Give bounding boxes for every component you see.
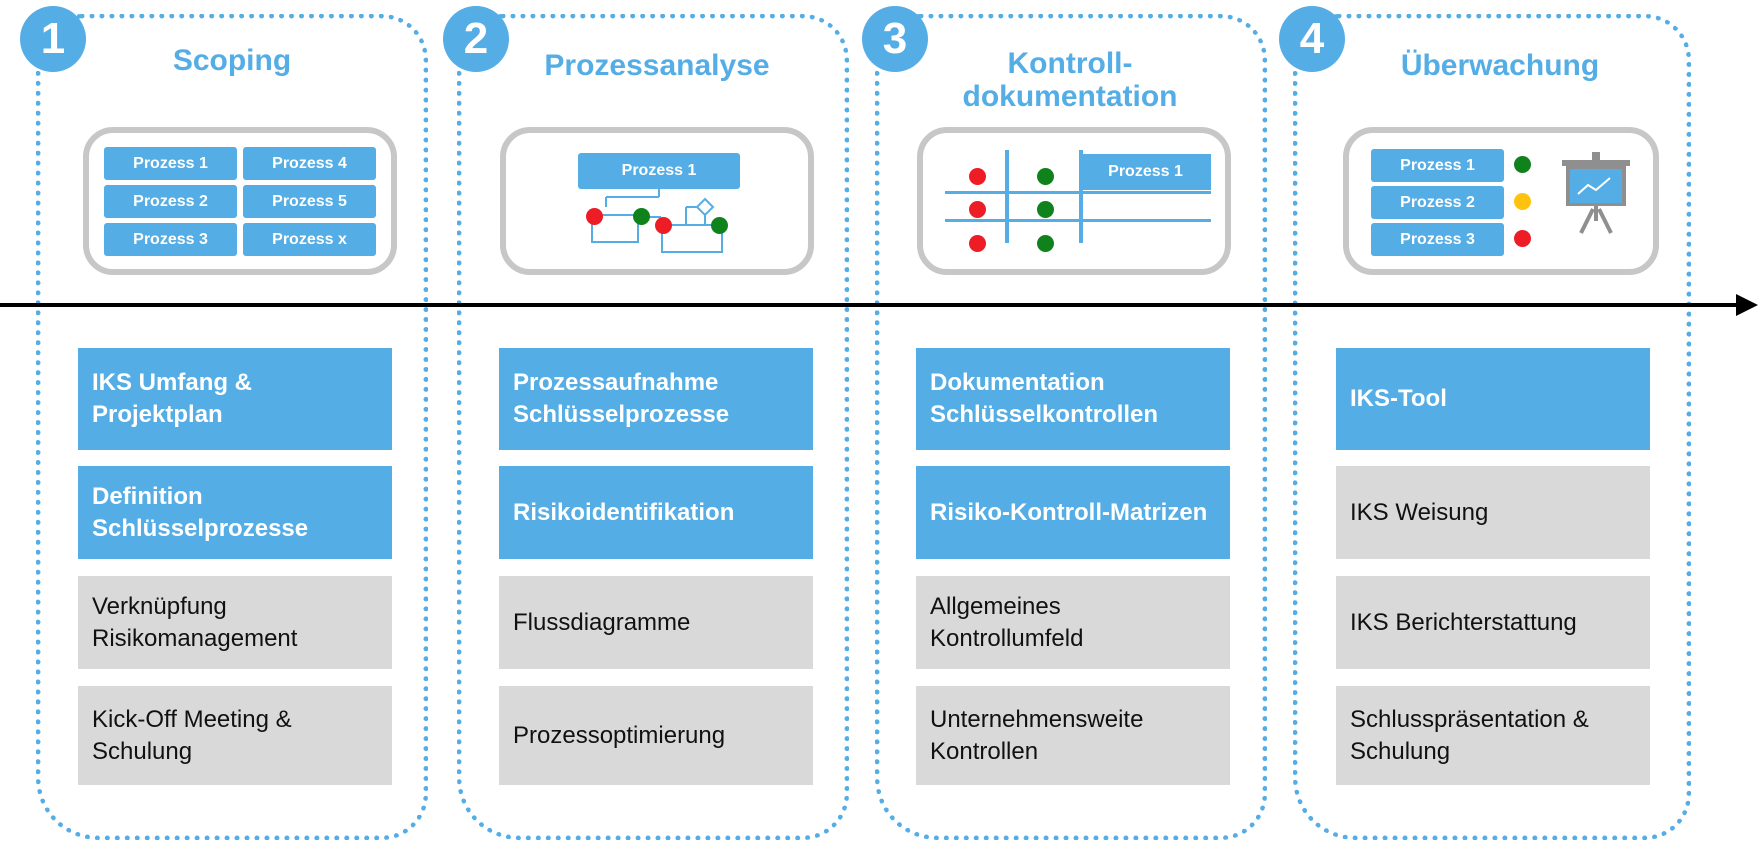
phase-2-card-1: Prozessaufnahme Schlüsselprozesse — [499, 348, 813, 450]
phase-4-title: Überwachung — [1400, 49, 1600, 82]
phase-2-frame — [457, 14, 849, 840]
process-pill: Prozess 4 — [243, 147, 376, 180]
risk-dot-red — [586, 208, 603, 225]
matrix-gridline — [945, 219, 1211, 222]
phase-1-title: Scoping — [172, 44, 292, 77]
presentation-board-icon — [1562, 152, 1630, 234]
phase-3-number-badge: 3 — [862, 6, 928, 72]
process-pill: Prozess 5 — [243, 185, 376, 218]
flowchart-icon — [591, 189, 723, 253]
timeline-arrow-line — [0, 303, 1740, 307]
phase-4-card-2: IKS Weisung — [1336, 466, 1650, 559]
phase-3-card-4: Unternehmensweite Kontrollen — [916, 686, 1230, 785]
phase-4-card-3: IKS Berichterstattung — [1336, 576, 1650, 669]
process-pill: Prozess 1 — [1371, 149, 1504, 182]
phase-4-number-badge: 4 — [1279, 6, 1345, 72]
phase-3-card-3: Allgemeines Kontrollumfeld — [916, 576, 1230, 669]
risk-dot-red — [969, 201, 986, 218]
risk-dot-red — [969, 168, 986, 185]
phase-4-monitoring-panel: Prozess 1 Prozess 2 Prozess 3 — [1343, 127, 1659, 275]
phase-3-frame — [875, 14, 1267, 840]
timeline-arrowhead-icon — [1736, 294, 1758, 316]
process-pill: Prozess x — [243, 223, 376, 256]
status-dot-green — [1514, 156, 1531, 173]
phase-2-card-3: Flussdiagramme — [499, 576, 813, 669]
control-dot-green — [633, 208, 650, 225]
control-dot-green — [711, 217, 728, 234]
status-dot-amber — [1514, 193, 1531, 210]
phase-4-card-1: IKS-Tool — [1336, 348, 1650, 450]
phase-2-title: Prozessanalyse — [544, 49, 770, 82]
phase-3-card-2: Risiko-Kontroll-Matrizen — [916, 466, 1230, 559]
process-pill: Prozess 3 — [1371, 223, 1504, 256]
phase-2-card-4: Prozessoptimierung — [499, 686, 813, 785]
process-pill: Prozess 1 — [578, 153, 740, 189]
process-pill: Prozess 1 — [104, 147, 237, 180]
phase-1-frame — [36, 14, 428, 840]
phase-1-number-badge: 1 — [20, 6, 86, 72]
process-pill: Prozess 2 — [1371, 186, 1504, 219]
phase-4-frame — [1293, 14, 1691, 840]
risk-dot-red — [655, 217, 672, 234]
process-pill: Prozess 1 — [1080, 154, 1211, 190]
phase-4-card-4: Schlusspräsentation & Schulung — [1336, 686, 1650, 785]
matrix-gridline — [945, 191, 1211, 194]
phase-3-title: Kontroll-dokumentation — [962, 47, 1178, 113]
phase-1-card-4: Kick-Off Meeting & Schulung — [78, 686, 392, 785]
phase-1-card-2: Definition Schlüsselprozesse — [78, 466, 392, 559]
phase-2-number-badge: 2 — [443, 6, 509, 72]
matrix-gridline — [1005, 150, 1009, 243]
control-dot-green — [1037, 235, 1054, 252]
phase-2-flowchart-panel: Prozess 1 — [500, 127, 814, 275]
phase-1-card-1: IKS Umfang & Projektplan — [78, 348, 392, 450]
phase-2-card-2: Risikoidentifikation — [499, 466, 813, 559]
control-dot-green — [1037, 168, 1054, 185]
phase-3-card-1: Dokumentation Schlüsselkontrollen — [916, 348, 1230, 450]
phase-3-control-matrix-panel: Prozess 1 — [917, 127, 1231, 275]
phase-1-card-3: Verknüpfung Risikomanagement — [78, 576, 392, 669]
process-pill: Prozess 2 — [104, 185, 237, 218]
process-pill: Prozess 3 — [104, 223, 237, 256]
phase-1-process-panel: Prozess 1 Prozess 4 Prozess 2 Prozess 5 … — [83, 127, 397, 275]
status-dot-red — [1514, 230, 1531, 247]
control-dot-green — [1037, 201, 1054, 218]
risk-dot-red — [969, 235, 986, 252]
matrix-gridline — [1079, 150, 1083, 243]
